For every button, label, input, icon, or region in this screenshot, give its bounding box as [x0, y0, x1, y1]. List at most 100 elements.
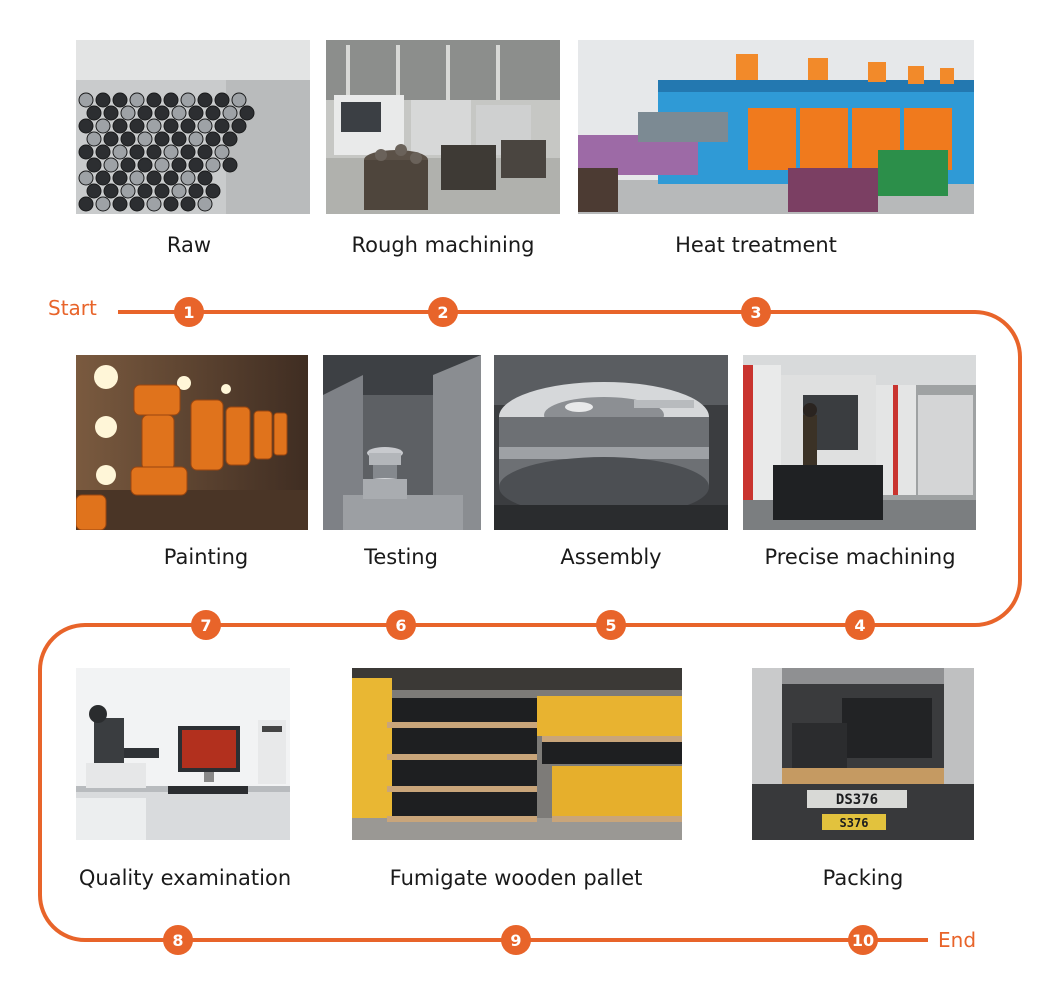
steel-bar-end	[86, 157, 102, 173]
step-label-assembly: Assembly	[560, 545, 662, 569]
steel-bar-end	[120, 131, 136, 147]
steel-bar-end	[171, 131, 187, 147]
testing-chuck-photo	[323, 355, 481, 530]
step-badge-number: 10	[852, 931, 874, 950]
step-badge-circle	[191, 610, 221, 640]
steel-bar-end	[78, 92, 94, 108]
steel-bar-end	[146, 118, 162, 134]
steel-bar-end	[214, 118, 230, 134]
rough-machining-photo	[326, 40, 560, 214]
steel-bar-end	[222, 131, 238, 147]
steel-bar-end	[78, 144, 94, 160]
step-badge-circle	[428, 297, 458, 327]
steel-bar-end	[120, 183, 136, 199]
step-badge-1: 1	[174, 297, 204, 327]
steel-bar-end	[163, 144, 179, 160]
steel-bar-end	[137, 157, 153, 173]
steel-bar-end	[163, 92, 179, 108]
steel-bar-end	[171, 157, 187, 173]
steel-bar-end	[129, 196, 145, 212]
step-badge-number: 5	[605, 616, 616, 635]
steel-bar-end	[154, 157, 170, 173]
step-badge-number: 7	[200, 616, 211, 635]
steel-bar-end	[137, 131, 153, 147]
step-badge-number: 9	[510, 931, 521, 950]
step-badge-circle	[386, 610, 416, 640]
steel-bar-end	[205, 157, 221, 173]
step-badge-6: 6	[386, 610, 416, 640]
step-badge-circle	[741, 297, 771, 327]
steel-bar-end	[180, 92, 196, 108]
steel-bar-end	[154, 183, 170, 199]
steel-bar-end	[163, 196, 179, 212]
steel-bar-end	[95, 92, 111, 108]
step-badge-number: 4	[854, 616, 865, 635]
steel-bar-end	[86, 183, 102, 199]
truck-plate-text: DS376	[836, 792, 878, 808]
flow-line	[38, 310, 1022, 942]
step-badge-circle	[163, 925, 193, 955]
steel-bar-end	[112, 144, 128, 160]
steel-bar-end	[197, 170, 213, 186]
step-label-fumigate-wooden-pallet: Fumigate wooden pallet	[389, 866, 643, 890]
idler-wheel-photo	[494, 355, 728, 530]
painting-line-photo	[76, 355, 308, 530]
cnc-machine-photo	[743, 355, 976, 530]
steel-bar-end	[103, 105, 119, 121]
steel-bar-end	[146, 170, 162, 186]
steel-bar-end	[188, 183, 204, 199]
steel-bar-end	[78, 118, 94, 134]
steel-bar-end	[129, 170, 145, 186]
step-label-testing: Testing	[364, 545, 438, 569]
steel-bar-end	[154, 131, 170, 147]
step-badge-circle	[848, 925, 878, 955]
steel-bar-end	[78, 196, 94, 212]
step-label-precise-machining: Precise machining	[764, 545, 956, 569]
step-label-packing: Packing	[822, 866, 904, 890]
step-badge-number: 3	[750, 303, 761, 322]
step-badge-2: 2	[428, 297, 458, 327]
steel-bar-end	[103, 131, 119, 147]
steel-bar-end	[103, 157, 119, 173]
step-badge-number: 6	[395, 616, 406, 635]
steel-bar-end	[95, 144, 111, 160]
steel-bar-end	[231, 118, 247, 134]
steel-bar-end	[86, 105, 102, 121]
step-badge-8: 8	[163, 925, 193, 955]
steel-bar-end	[205, 183, 221, 199]
steel-bar-end	[120, 157, 136, 173]
steel-bar-end	[222, 105, 238, 121]
steel-bar-end	[137, 105, 153, 121]
step-badge-9: 9	[501, 925, 531, 955]
step-label-quality-examination: Quality examination	[78, 866, 292, 890]
steel-bar-end	[163, 170, 179, 186]
steel-bars-photo	[76, 40, 310, 214]
step-badge-circle	[596, 610, 626, 640]
steel-bar-end	[197, 144, 213, 160]
steel-bar-end	[103, 183, 119, 199]
steel-bar-end	[180, 144, 196, 160]
container-truck-photo: DS376 S376	[752, 668, 974, 840]
steel-bar-end	[146, 196, 162, 212]
steel-bar-end	[129, 144, 145, 160]
truck-plate-lower-text: S376	[840, 816, 869, 830]
start-label: Start	[48, 296, 97, 320]
steel-bar-end	[188, 157, 204, 173]
steel-bar-end	[95, 170, 111, 186]
steel-bar-end	[78, 170, 94, 186]
heat-treatment-furnace-photo	[578, 40, 974, 214]
steel-bar-end	[95, 118, 111, 134]
steel-bar-end	[120, 105, 136, 121]
step-badge-10: 10	[848, 925, 878, 955]
step-badge-number: 2	[437, 303, 448, 322]
steel-bar-end	[112, 92, 128, 108]
steel-bar-end	[214, 92, 230, 108]
steel-bar-end	[188, 105, 204, 121]
steel-bar-end	[222, 157, 238, 173]
steel-bar-end	[180, 170, 196, 186]
microscope-lab-photo	[76, 668, 290, 840]
step-badge-circle	[845, 610, 875, 640]
step-badge-number: 8	[172, 931, 183, 950]
steel-bar-end	[112, 196, 128, 212]
